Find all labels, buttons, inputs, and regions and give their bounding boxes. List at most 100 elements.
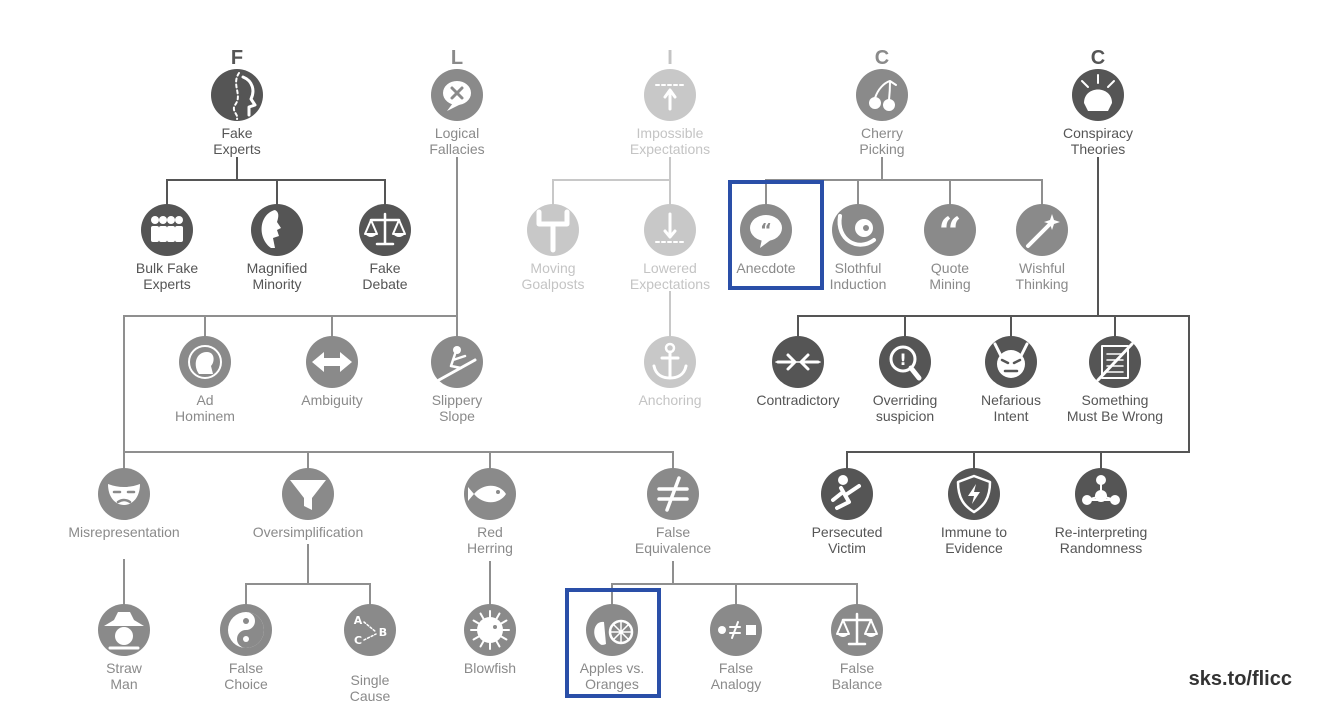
svg-text:B: B [379, 626, 387, 639]
nefarious-intent-label: Nefarious [981, 392, 1041, 408]
anchoring-node: Anchoring [638, 336, 702, 408]
impossible-expectations-icon [644, 69, 696, 121]
nodes-layer: FakeExpertsLogicalFallaciesImpossibleExp… [68, 69, 1163, 704]
slippery-slope-label: Slope [439, 408, 475, 424]
magnified-minority-label: Minority [252, 276, 301, 292]
category-letter-l: L [451, 47, 463, 69]
category-letter-i: I [667, 47, 673, 69]
crossed-document-icon [1089, 336, 1141, 388]
double-arrow-icon [306, 336, 358, 388]
anchoring-label: Anchoring [638, 392, 701, 408]
conspiracy-theories-connectors [797, 157, 1190, 471]
category-letter-f: F [231, 47, 243, 69]
false-analogy-label: False [719, 660, 753, 676]
single-cause-label: Cause [350, 688, 391, 704]
something-must-be-wrong-label: Must Be Wrong [1067, 408, 1163, 424]
fake-experts-icon [211, 69, 263, 121]
bulk-fake-experts-label: Bulk Fake [136, 260, 198, 276]
logical-fallacies-connectors [123, 157, 858, 605]
immune-to-evidence-label: Immune to [941, 524, 1007, 540]
fake-experts-connectors [166, 157, 386, 205]
false-choice-label: Choice [224, 676, 268, 692]
oversimplification-label: Oversimplification [253, 524, 363, 540]
immune-to-evidence-label: Evidence [945, 540, 1003, 556]
sloth-icon [832, 204, 884, 256]
apples-vs-oranges-node: Apples vs.Oranges [580, 604, 644, 692]
fake-debate-label: Fake [369, 260, 400, 276]
ambiguity-label: Ambiguity [301, 392, 362, 408]
overriding-suspicion-label: suspicion [876, 408, 934, 424]
devil-icon [985, 336, 1037, 388]
kneeling-person-icon [821, 468, 873, 520]
ad-hominem-label: Hominem [175, 408, 235, 424]
c1-label: Picking [859, 141, 904, 157]
f-label: Fake [221, 125, 252, 141]
lowered-expectations-label: Lowered [643, 260, 697, 276]
svg-text:!: ! [899, 350, 906, 369]
false-choice-label: False [229, 660, 263, 676]
blowfish-icon [464, 604, 516, 656]
ambiguity-node: Ambiguity [301, 336, 363, 408]
scales-icon [359, 204, 411, 256]
c2-label: Theories [1071, 141, 1125, 157]
category-letter-c1: C [875, 47, 889, 69]
category-letters: F L I C C [231, 47, 1105, 69]
i-label: Impossible [637, 125, 704, 141]
footer-url: sks.to/flicc [1188, 668, 1292, 690]
category-letter-c2: C [1091, 47, 1105, 69]
fake-debate-label: Debate [362, 276, 407, 292]
network-icon [1075, 468, 1127, 520]
overriding-suspicion-label: Overriding [873, 392, 938, 408]
false-equivalence-label: Equivalence [635, 540, 711, 556]
apples-vs-oranges-label: Oranges [585, 676, 639, 692]
logical-fallacies-icon [431, 69, 483, 121]
target-head-icon [179, 336, 231, 388]
re-interpreting-randomness-label: Re-interpreting [1055, 524, 1148, 540]
scarecrow-icon [98, 604, 150, 656]
blowfish-node: Blowfish [464, 604, 516, 676]
nefarious-intent-label: Intent [993, 408, 1028, 424]
svg-text:“: “ [938, 209, 961, 256]
face-profile-icon [251, 204, 303, 256]
false-balance-label: False [840, 660, 874, 676]
anecdote-node: “Anecdote [736, 204, 796, 276]
re-interpreting-randomness-label: Randomness [1060, 540, 1143, 556]
anecdote-label: Anecdote [736, 260, 795, 276]
balance-icon [831, 604, 883, 656]
l-label: Logical [435, 125, 479, 141]
misrepresentation-label: Misrepresentation [68, 524, 179, 540]
slope-icon [431, 336, 483, 388]
persecuted-victim-label: Persecuted [812, 524, 883, 540]
lowered-expectations-label: Expectations [630, 276, 710, 292]
magic-wand-icon [1016, 204, 1068, 256]
quote-mining-label: Quote [931, 260, 969, 276]
persecuted-victim-label: Victim [828, 540, 866, 556]
moving-goalposts-label: Goalposts [521, 276, 584, 292]
c1-label: Cherry [861, 125, 903, 141]
converging-arrows-icon [772, 336, 824, 388]
crowd-icon [141, 204, 193, 256]
slothful-induction-label: Induction [830, 276, 887, 292]
ad-hominem-label: Ad [196, 392, 213, 408]
moving-goalposts-label: Moving [530, 260, 575, 276]
bulk-fake-experts-label: Experts [143, 276, 190, 292]
fish-icon [464, 468, 516, 520]
magnifier-icon: ! [879, 336, 931, 388]
cherry-icon [856, 69, 908, 121]
